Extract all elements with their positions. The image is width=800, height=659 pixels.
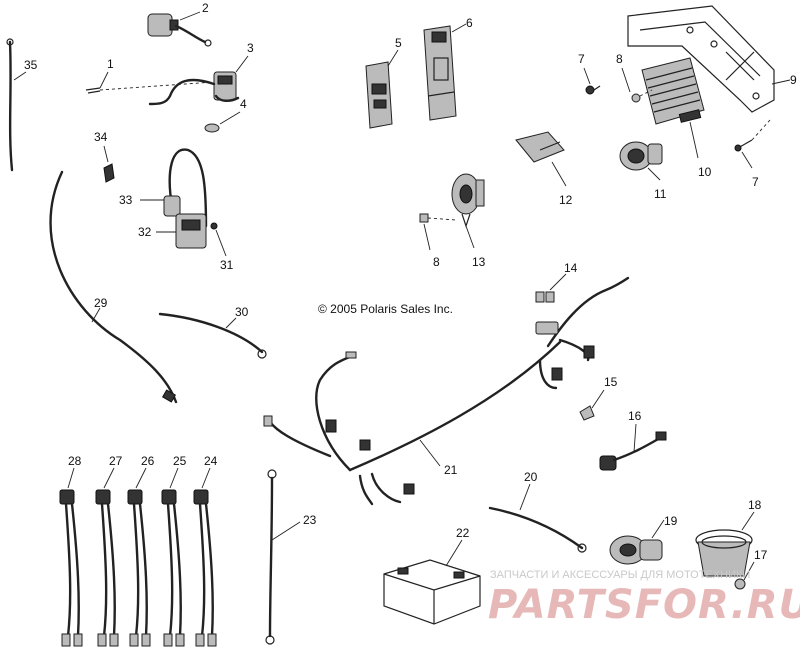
part-14-fuses [535,273,567,303]
callout-3: 3 [247,41,254,55]
part-15-grommet [579,389,605,421]
part-5-switch [365,49,399,129]
callout-7-upper: 7 [578,52,585,66]
part-27-lead [95,467,119,647]
part-1-pin [85,71,215,94]
callout-18: 18 [748,498,762,512]
part-17-nut [734,561,755,590]
callout-20: 20 [524,470,538,484]
part-31-screw [210,222,227,257]
part-33-coil-lead [140,148,208,228]
part-12-holder [515,131,567,187]
part-20-strap [488,483,587,553]
part-25-lead [161,467,185,647]
part-8-nut-upper [621,67,653,103]
callout-33: 33 [119,193,133,207]
callout-28: 28 [68,454,82,468]
copyright-notice: © 2005 Polaris Sales Inc. [318,302,453,316]
part-28-lead [59,467,83,647]
callout-29: 29 [94,296,108,310]
part-13-horn [451,173,485,249]
callout-31: 31 [220,258,234,272]
part-29-cable [49,170,178,404]
callout-19: 19 [664,514,678,528]
callout-17: 17 [754,548,768,562]
part-7-screw-lower [734,119,771,169]
callout-6: 6 [466,16,473,30]
callout-8-upper: 8 [616,52,623,66]
callout-22: 22 [456,526,470,540]
watermark-caption: ЗАПЧАСТИ И АКСЕССУАРЫ ДЛЯ МОТОТЕХНИКИ [490,569,750,581]
callout-12: 12 [559,193,573,207]
callout-15: 15 [604,375,618,389]
callout-7-lower: 7 [752,175,759,189]
part-16-lead [599,423,667,471]
part-4-bulb [204,111,241,133]
callout-8-lower: 8 [433,255,440,269]
callout-9: 9 [790,73,797,87]
part-10-regulator [641,57,705,159]
part-7-screw-upper [583,67,601,95]
part-23-ground-strap [265,469,301,645]
callout-24: 24 [204,454,218,468]
callout-25: 25 [173,454,187,468]
callout-34: 34 [94,130,108,144]
callout-2: 2 [202,1,209,15]
callout-11: 11 [654,187,667,201]
callout-35: 35 [24,58,38,72]
callout-10: 10 [698,165,712,179]
part-21-harness [263,276,630,506]
part-30-strap [158,312,267,359]
callout-21: 21 [444,463,458,477]
callout-27: 27 [109,454,123,468]
part-32-coil [156,213,207,249]
part-24-lead [193,467,217,647]
callout-23: 23 [303,513,317,527]
callout-26: 26 [141,454,155,468]
part-11-socket [619,141,663,181]
callout-30: 30 [235,305,249,319]
part-9-bracket [627,5,791,113]
callout-16: 16 [628,409,642,423]
part-8-nut-lower [419,213,457,251]
callout-32: 32 [138,225,152,239]
part-18-cup [695,511,755,577]
part-34-clip [103,145,115,183]
part-19-socket [609,519,665,565]
callout-4: 4 [240,97,247,111]
callout-14: 14 [564,261,578,275]
part-26-lead [127,467,151,647]
part-2-switch [147,11,212,47]
callout-13: 13 [472,255,486,269]
callout-1: 1 [107,57,114,71]
part-35-cable [6,38,27,172]
part-6-switch-block [423,23,467,121]
part-3-relay [148,55,249,106]
callout-5: 5 [395,36,402,50]
watermark-logo: PARTSFOR.RU [488,582,800,628]
part-22-battery [383,539,481,625]
